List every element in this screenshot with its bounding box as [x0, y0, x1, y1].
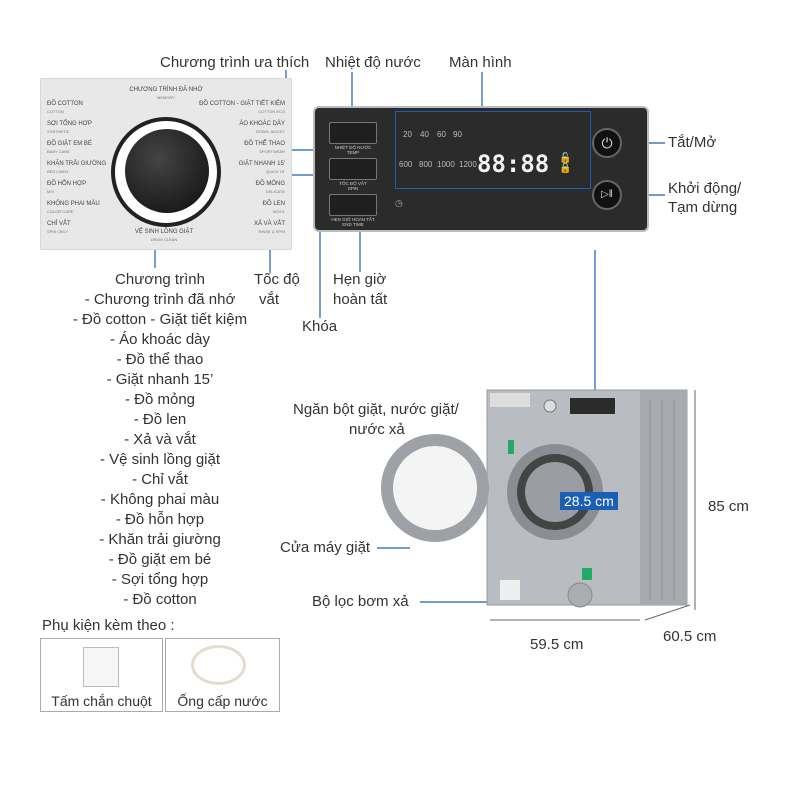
program-item: - Đồ giặt em bé — [108, 551, 212, 568]
program-item: - Xả và vắt — [124, 431, 196, 448]
label-screen: Màn hình — [449, 54, 512, 71]
program-item: - Đồ cotton - Giặt tiết kiệm — [72, 311, 248, 328]
accessories-title: Phụ kiện kèm theo : — [42, 617, 175, 634]
label-timer-2: hoàn tất — [333, 291, 388, 308]
temp-90: 90 — [453, 130, 462, 139]
screen-area — [395, 111, 591, 189]
washing-machine — [381, 389, 688, 608]
speed-600: 600 — [399, 160, 413, 169]
program-item: - Đồ len — [133, 411, 187, 428]
label-door: Cửa máy giặt — [280, 539, 371, 556]
dimension-width: 59.5 cm — [530, 636, 584, 653]
water-hose-image — [191, 645, 246, 685]
drum-diameter: 28.5 cm — [560, 492, 618, 510]
label-filter: Bộ lọc bơm xả — [312, 593, 409, 610]
program-item: - Chương trình đã nhớ — [84, 291, 236, 308]
program-knob[interactable] — [111, 117, 221, 227]
label-spin-2: vắt — [258, 291, 279, 308]
speed-800: 800 — [419, 160, 433, 169]
label-start-pause-2: Tạm dừng — [668, 199, 738, 216]
program-item: - Áo khoác dày — [109, 331, 211, 348]
timer-icon: ◷ — [395, 198, 403, 208]
start-pause-button[interactable]: ▷ǁ — [592, 180, 622, 210]
label-start-pause-1: Khởi động/ — [668, 180, 742, 197]
program-item: - Đồ hỗn hợp — [115, 511, 205, 528]
label-detergent-2: nước xả — [349, 421, 405, 438]
temp-60: 60 — [437, 130, 446, 139]
clock-readout: 88:88 — [477, 150, 550, 178]
pump-filter — [567, 582, 593, 608]
detergent-drawer — [490, 393, 530, 407]
label-detergent: Ngăn bột giặt, nước giặt/ — [293, 401, 459, 418]
power-button[interactable]: ⏻ — [592, 128, 622, 158]
label-timer-1: Hẹn giờ — [333, 271, 387, 288]
accessory-water-hose: Ống cấp nước — [165, 638, 280, 712]
program-item: - Khăn trải giường — [99, 531, 221, 548]
program-item: - Sợi tổng hợp — [111, 571, 209, 588]
dimension-depth: 60.5 cm — [663, 628, 717, 645]
rodent-guard-image — [83, 647, 119, 687]
program-list: Chương trình - Chương trình đã nhớ - Đồ co… — [40, 270, 280, 610]
dial-program-right-3: GIẶT NHANH 15'QUICK 15' — [238, 161, 285, 174]
label-power: Tắt/Mở — [668, 134, 717, 151]
program-item: - Đồ mỏng — [124, 391, 196, 408]
accessory-rodent-guard: Tấm chắn chuột — [40, 638, 163, 712]
speed-1200: 1200 — [459, 160, 477, 169]
end-time-button[interactable] — [329, 194, 377, 216]
speed-1000: 1000 — [437, 160, 455, 169]
program-item: - Đồ cotton — [123, 591, 197, 608]
label-favorite: Chương trình ưa thích — [160, 54, 310, 71]
label-water-temp: Nhiệt độ nước — [325, 54, 421, 71]
lock-icon: 🔓🔒 — [559, 153, 572, 174]
program-item: - Chỉ vắt — [132, 471, 188, 488]
program-item: Chương trình — [115, 271, 205, 288]
program-item: - Đồ thể thao — [116, 351, 204, 368]
label-spin-1: Tốc độ — [254, 271, 300, 288]
spin-speed-button[interactable] — [329, 158, 377, 180]
dimension-height: 85 cm — [708, 498, 749, 515]
depth-line — [644, 604, 691, 621]
program-item: - Không phai màu — [100, 491, 220, 508]
water-temp-button[interactable] — [329, 122, 377, 144]
temp-40: 40 — [420, 130, 429, 139]
program-item: - Vệ sinh lồng giặt — [99, 451, 221, 468]
label-lock: Khóa — [302, 318, 338, 335]
program-item: - Giặt nhanh 15’ — [106, 371, 214, 388]
temp-20: 20 — [403, 130, 412, 139]
